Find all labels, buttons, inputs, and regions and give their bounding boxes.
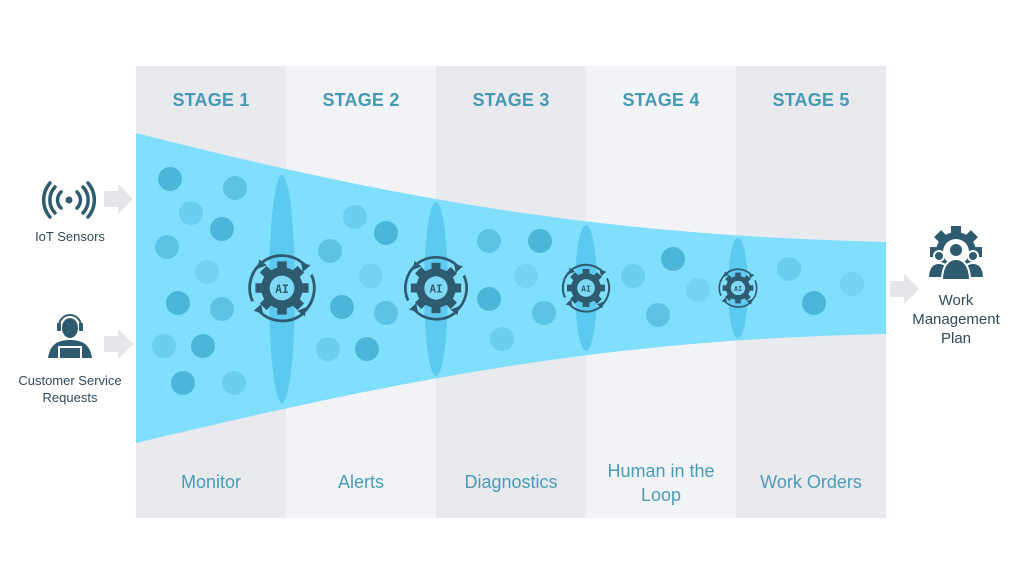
customer-service-label: Customer Service Requests xyxy=(0,372,140,406)
stage-3-label: Diagnostics xyxy=(464,472,558,492)
data-dot xyxy=(171,371,195,395)
data-dot xyxy=(195,260,219,284)
work-management-plan-label: Work Management Plan xyxy=(896,291,1016,348)
data-dot xyxy=(777,257,801,281)
data-dot xyxy=(318,239,342,263)
data-dot xyxy=(514,264,538,288)
ai-badge: AI xyxy=(275,282,289,296)
stage-4-label-line1: Human in the xyxy=(607,461,715,481)
data-dot xyxy=(646,303,670,327)
data-dot xyxy=(374,221,398,245)
data-dot xyxy=(802,291,826,315)
stage-5-label: Work Orders xyxy=(760,472,862,492)
data-dot xyxy=(477,229,501,253)
data-dot xyxy=(528,229,552,253)
output-label-line2: Management xyxy=(912,311,1000,328)
arrow-icon xyxy=(890,274,919,304)
data-dot xyxy=(490,327,514,351)
arrow-icon xyxy=(104,184,133,214)
data-dot xyxy=(191,334,215,358)
ai-gear-icon-3: AI xyxy=(561,263,611,313)
data-dot xyxy=(152,334,176,358)
data-dot xyxy=(222,371,246,395)
output-label-line3: Plan xyxy=(940,330,972,347)
data-dot xyxy=(532,301,556,325)
ai-gear-icon-2: AI xyxy=(404,255,468,321)
customer-service-label-line2: Requests xyxy=(42,390,98,405)
stage-2-title: STAGE 2 xyxy=(322,90,400,110)
stage-4-label-line2: Loop xyxy=(640,485,682,505)
iot-sensors-label: IoT Sensors xyxy=(35,229,105,244)
funnel-shape xyxy=(136,133,886,443)
stage-1-label: Monitor xyxy=(180,472,242,492)
data-dot xyxy=(158,167,182,191)
data-dot xyxy=(374,301,398,325)
stage-1-title: STAGE 1 xyxy=(172,90,250,110)
data-dot xyxy=(359,264,383,288)
data-dot xyxy=(210,217,234,241)
ai-gear-icon-4: AI xyxy=(718,268,758,308)
headset-agent-icon xyxy=(48,314,92,359)
ai-badge: AI xyxy=(581,283,591,293)
data-dot xyxy=(343,205,367,229)
data-dot xyxy=(686,278,710,302)
stage-4-label: Human in the Loop xyxy=(586,459,736,507)
ai-badge: AI xyxy=(734,285,742,293)
data-dot xyxy=(840,272,864,296)
data-dot xyxy=(621,264,645,288)
data-dot xyxy=(316,337,340,361)
arrow-icon xyxy=(104,329,133,359)
data-dot xyxy=(179,201,203,225)
customer-service-label-line1: Customer Service xyxy=(18,373,122,388)
wireless-signal-icon xyxy=(42,181,96,219)
data-dot xyxy=(330,295,354,319)
stage-5-title: STAGE 5 xyxy=(772,90,850,110)
data-dot xyxy=(355,337,379,361)
data-dots xyxy=(152,167,864,395)
data-dot xyxy=(223,176,247,200)
output-label-line1: Work xyxy=(938,292,974,309)
data-dot xyxy=(166,291,190,315)
team-gear-icon xyxy=(926,226,986,281)
stage-2-label: Alerts xyxy=(337,472,384,492)
stage-3-title: STAGE 3 xyxy=(472,90,550,110)
data-dot xyxy=(210,297,234,321)
stage-4-title: STAGE 4 xyxy=(622,90,700,110)
data-dot xyxy=(477,287,501,311)
data-dot xyxy=(661,247,685,271)
ai-gear-icon-1: AI xyxy=(248,254,316,323)
data-dot xyxy=(155,235,179,259)
ai-badge: AI xyxy=(429,283,442,296)
